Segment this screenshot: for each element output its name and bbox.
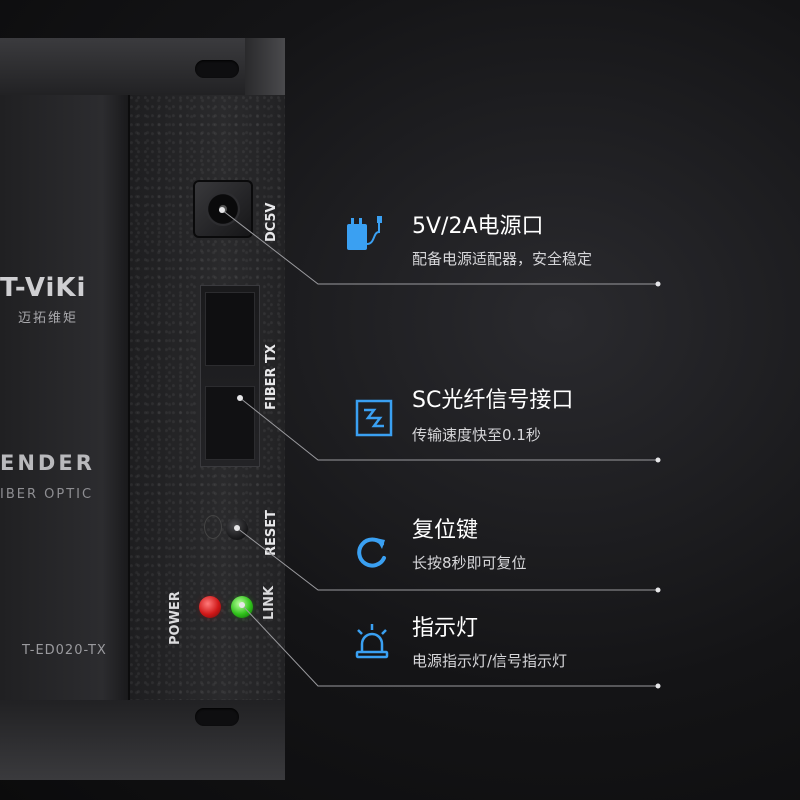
callout-dot bbox=[219, 207, 225, 213]
fiber-port-ring bbox=[204, 515, 222, 539]
callout-desc-led: 电源指示灯/信号指示灯 bbox=[412, 652, 568, 670]
sc-fiber-port-icon bbox=[355, 399, 393, 437]
callout-title-led: 指示灯 bbox=[412, 616, 479, 641]
callout-line-led bbox=[241, 604, 658, 687]
callout-line-power bbox=[221, 209, 658, 285]
alarm-light-icon bbox=[355, 624, 389, 659]
product-name-line1: ENDER bbox=[0, 451, 95, 475]
model-number: T-ED020-TX bbox=[22, 643, 107, 658]
product-name-line2: IBER OPTIC bbox=[0, 487, 94, 502]
power-adapter-icon bbox=[347, 216, 382, 250]
device-side-panel: T-ViKi 迈拓维矩 ENDER IBER OPTIC T-ED020-TX bbox=[0, 95, 128, 700]
callout-desc-reset: 长按8秒即可复位 bbox=[412, 554, 527, 572]
brand-chinese-name: 迈拓维矩 bbox=[18, 311, 79, 326]
callout-line-fiber bbox=[239, 397, 658, 461]
fiber-port-lower bbox=[204, 386, 255, 539]
callout-dot bbox=[239, 602, 245, 608]
refresh-icon bbox=[357, 537, 386, 568]
callout-title-power: 5V/2A电源口 bbox=[412, 214, 544, 239]
brand-logo: T-ViKi bbox=[0, 273, 87, 303]
callout-line-reset bbox=[236, 527, 658, 591]
callout-desc-power: 配备电源适配器，安全稳定 bbox=[412, 250, 593, 268]
callout-dot bbox=[655, 683, 661, 689]
callout-title-reset: 复位键 bbox=[412, 518, 479, 543]
sc-fiber-port bbox=[200, 285, 260, 539]
callout-dot bbox=[655, 457, 661, 463]
callout-dot bbox=[655, 587, 661, 593]
callout-dot bbox=[237, 395, 243, 401]
callout-title-fiber: SC光纤信号接口 bbox=[412, 388, 574, 413]
mount-slot bbox=[195, 60, 239, 78]
power-led bbox=[199, 596, 221, 618]
fiber-port-upper bbox=[205, 292, 255, 366]
callout-dot bbox=[234, 525, 240, 531]
callout-desc-fiber: 传输速度快至0.1秒 bbox=[412, 426, 541, 444]
mount-flange-bottom bbox=[0, 690, 285, 780]
mount-slot bbox=[195, 708, 239, 726]
callout-dot bbox=[655, 281, 661, 287]
